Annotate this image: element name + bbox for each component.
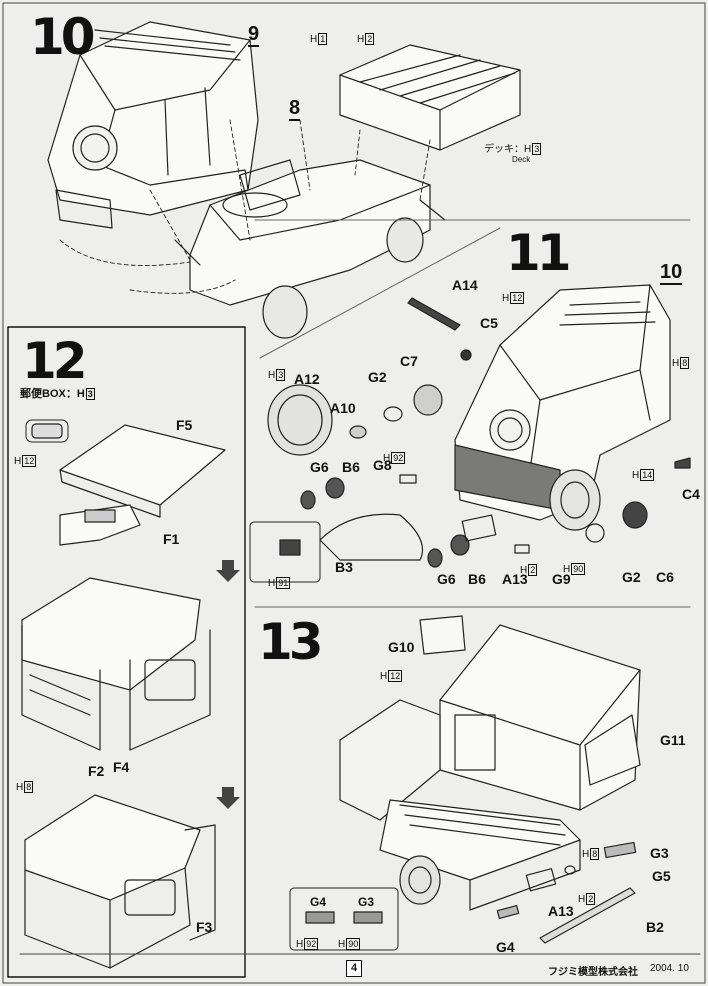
part-label-g6-lower: G6 (437, 571, 456, 587)
part-label-b6-lower: B6 (468, 571, 486, 587)
step12-arrow-2 (216, 787, 240, 809)
part-label-c7: C7 (400, 353, 418, 369)
part-label-g4: G4 (496, 939, 515, 955)
part-label-c6: C6 (656, 569, 674, 585)
part-label-a14: A14 (452, 277, 478, 293)
legend-label-g4: G4 (310, 895, 327, 909)
part-label-f2: F2 (88, 763, 105, 779)
part-label-b2: B2 (646, 919, 664, 935)
step10-cab-illustration (47, 21, 259, 229)
step13-parts (496, 841, 637, 944)
part-label-f3: F3 (196, 919, 213, 935)
part-label-g6-upper: G6 (310, 459, 329, 475)
legend-label-g3: G3 (358, 895, 375, 909)
step11-detail-box (249, 521, 321, 583)
part-label-g2-lower: G2 (622, 569, 641, 585)
part-label-f5: F5 (176, 417, 193, 433)
step13-truck-illustration (339, 615, 641, 911)
step-number-10: 10 (30, 8, 96, 66)
step11-cab-illustration (454, 284, 671, 531)
part-label-g10: G10 (388, 639, 415, 655)
step-number-12: 12 (22, 332, 88, 390)
part-label-a13: A13 (548, 903, 574, 919)
part-label-a12: A12 (294, 371, 320, 387)
part-label-g9: G9 (552, 571, 571, 587)
step12-frame (7, 326, 246, 978)
part-label-9: 9 (248, 23, 260, 47)
publication-date: 2004. 10 (650, 963, 689, 974)
part-label-c4: C4 (682, 486, 700, 502)
deck-english-label: Deck (512, 155, 531, 164)
part-label-b3: B3 (335, 559, 353, 575)
part-label-g5: G5 (652, 868, 671, 884)
part-label-g2-upper: G2 (368, 369, 387, 385)
page-number: 4 (346, 960, 362, 977)
part-label-g11: G11 (660, 732, 686, 748)
step11-parts (267, 297, 691, 568)
part-label-8: 8 (289, 97, 301, 121)
step12-arrow-1 (216, 560, 240, 582)
step10-chassis-illustration (174, 159, 446, 339)
step13-legend-box (289, 887, 399, 951)
step10-deck-illustration (339, 44, 521, 151)
part-label-f1: F1 (163, 531, 180, 547)
step-number-11: 11 (506, 224, 572, 282)
part-label-a10: A10 (330, 400, 356, 416)
part-label-a13: A13 (502, 571, 528, 587)
step12-body-assembly (21, 577, 211, 751)
part-label-c5: C5 (480, 315, 498, 331)
manufacturer-name: フジミ模型株式会社 (548, 967, 638, 978)
part-label-g8: G8 (373, 457, 392, 473)
step10-guide-lines (59, 119, 431, 294)
part-label-f4: F4 (113, 759, 130, 775)
step12-box-final (24, 794, 216, 969)
step-number-13: 13 (258, 613, 324, 671)
part-label-b6-upper: B6 (342, 459, 360, 475)
part-label-g3: G3 (650, 845, 669, 861)
step12-roof-panel (25, 419, 226, 546)
reference-step-10: 10 (660, 261, 683, 285)
